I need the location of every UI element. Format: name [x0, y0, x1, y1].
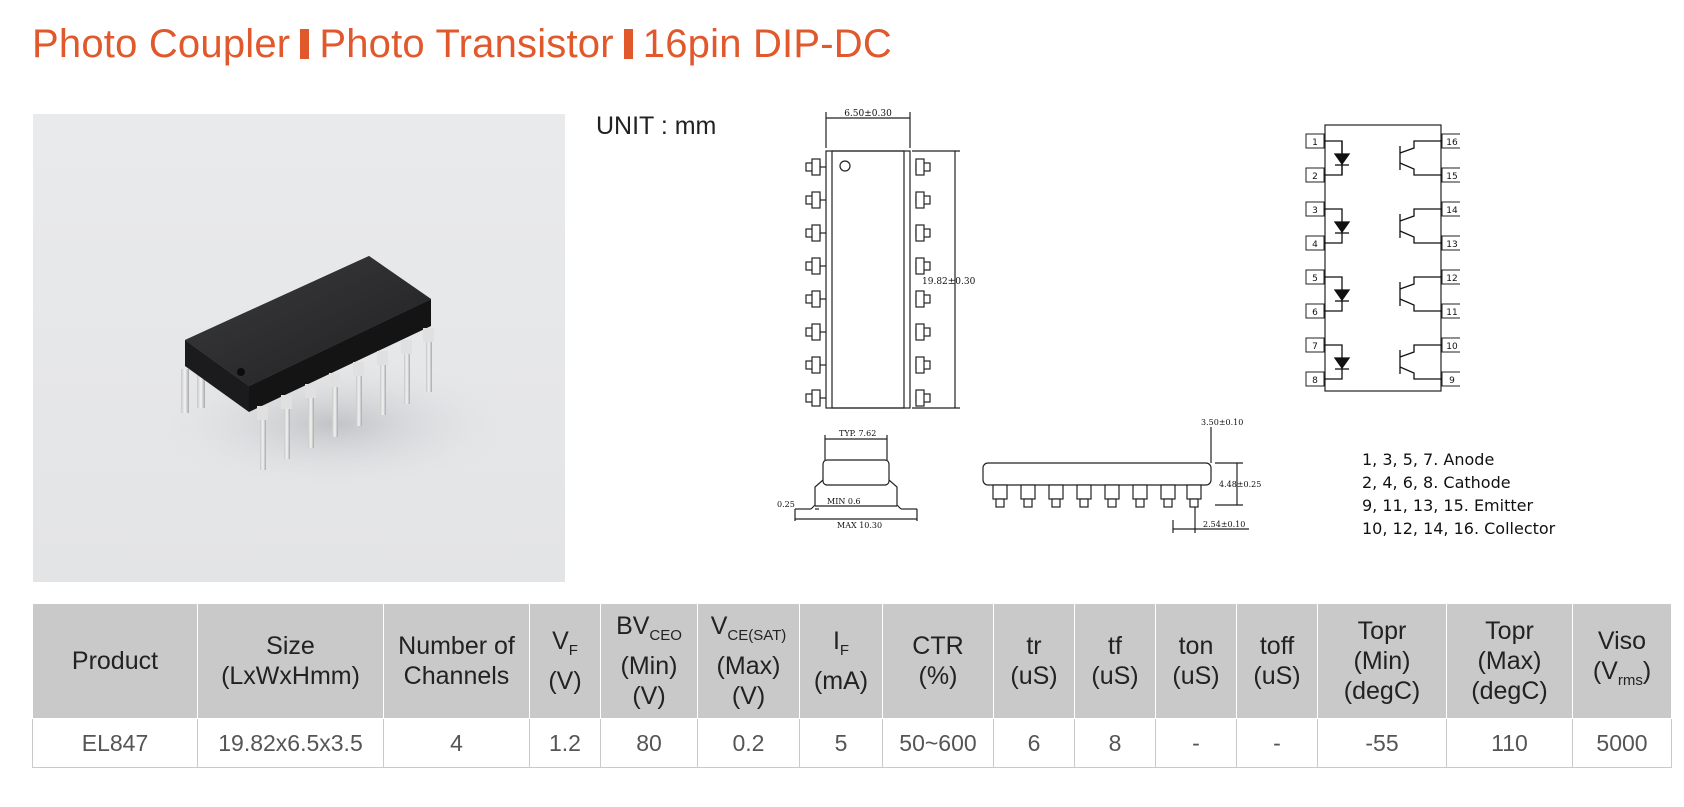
pin-label: 3: [1312, 206, 1318, 216]
pin-legend-cathode: 2, 4, 6, 8. Cathode: [1362, 473, 1511, 492]
dim-min-label: MIN 0.6: [827, 497, 861, 506]
pin-label: 6: [1312, 308, 1318, 318]
cell-tr: 6: [993, 718, 1075, 768]
dim-max-label: MAX 10.30: [837, 521, 882, 530]
pin-diagram-svg: 1 2 3 4 5 6 7 8 16 15 14 13 12 11 10 9: [1305, 124, 1463, 392]
side-view-svg: TYP. 7.62 MIN 0.6 MAX 10.30 0.25: [777, 429, 918, 530]
header-vf: VF(V): [529, 603, 601, 719]
pin-label: 14: [1446, 206, 1458, 216]
dim-width-label: 6.50±0.30: [844, 109, 892, 119]
pin-label: 1: [1312, 138, 1318, 148]
header-ton: ton(uS): [1155, 603, 1237, 719]
pin-label: 8: [1312, 376, 1318, 386]
pin-legend-emitter: 9, 11, 13, 15. Emitter: [1362, 496, 1534, 515]
pin-label: 4: [1312, 240, 1318, 250]
cell-vcesat: 0.2: [697, 718, 800, 768]
cell-viso: 5000: [1572, 718, 1672, 768]
pin-label: 5: [1312, 274, 1318, 284]
pin-label: 15: [1446, 172, 1457, 182]
pin-label: 11: [1446, 308, 1457, 318]
pin-legend-collector: 10, 12, 14, 16. Collector: [1362, 519, 1556, 538]
header-topr-max: Topr(Max)(degC): [1446, 603, 1573, 719]
pin-label: 12: [1446, 274, 1457, 284]
pin-label: 13: [1446, 240, 1457, 250]
page-title: Photo Coupler Photo Transistor 16pin DIP-D…: [32, 22, 892, 67]
cell-size: 19.82x6.5x3.5: [197, 718, 384, 768]
title-part-3: 16pin DIP-DC: [642, 22, 892, 66]
pin-label: 9: [1449, 376, 1455, 386]
header-viso: Viso(Vrms): [1572, 603, 1672, 719]
header-product: Product: [32, 603, 198, 719]
cell-topr-max: 110: [1446, 718, 1573, 768]
front-view-drawing: 3.50±0.10 4.48±0.25 2.54±0.10: [975, 415, 1275, 545]
header-topr-min: Topr(Min)(degC): [1317, 603, 1447, 719]
unit-label: UNIT : mm: [596, 112, 717, 140]
header-tr: tr(uS): [993, 603, 1075, 719]
dim-height-top-label: 3.50±0.10: [1201, 418, 1243, 427]
top-view-drawing: 6.50±0.30 19.82±0.30: [780, 106, 990, 421]
header-bvceo: BVCEO(Min)(V): [600, 603, 698, 719]
table-row: EL847 19.82x6.5x3.5 4 1.2 80 0.2 5 50~60…: [32, 718, 1672, 768]
pin-label: 2: [1312, 172, 1318, 182]
top-view-svg: 6.50±0.30 19.82±0.30: [805, 109, 976, 409]
title-part-2: Photo Transistor: [319, 22, 614, 66]
cell-vf: 1.2: [529, 718, 601, 768]
title-separator: [623, 29, 633, 59]
cell-toff: -: [1236, 718, 1318, 768]
pin-legend-anode: 1, 3, 5, 7. Anode: [1362, 450, 1495, 469]
side-view-drawing: TYP. 7.62 MIN 0.6 MAX 10.30 0.25: [775, 425, 955, 535]
header-size: Size(LxWxHmm): [197, 603, 384, 719]
header-toff: toff(uS): [1236, 603, 1318, 719]
product-photo: [33, 114, 565, 582]
pin-label: 16: [1446, 138, 1458, 148]
pin-legend: 1, 3, 5, 7. Anode 2, 4, 6, 8. Cathode 9,…: [1362, 448, 1555, 540]
dim-lead-label: 0.25: [777, 500, 795, 509]
cell-ctr: 50~600: [882, 718, 994, 768]
cell-bvceo: 80: [600, 718, 698, 768]
title-separator: [300, 29, 310, 59]
dim-height-label: 4.48±0.25: [1219, 480, 1261, 489]
pin-label: 10: [1446, 342, 1458, 352]
title-part-1: Photo Coupler: [32, 22, 291, 66]
cell-if: 5: [799, 718, 883, 768]
pin-label: 7: [1312, 342, 1318, 352]
dim-typ-label: TYP. 7.62: [839, 429, 876, 438]
dim-pitch-label: 2.54±0.10: [1203, 520, 1245, 529]
front-view-svg: 3.50±0.10 4.48±0.25 2.54±0.10: [982, 418, 1261, 533]
cell-topr-min: -55: [1317, 718, 1447, 768]
header-vcesat: VCE(SAT)(Max)(V): [697, 603, 800, 719]
dim-length-label: 19.82±0.30: [922, 277, 976, 287]
cell-channels: 4: [383, 718, 530, 768]
header-ctr: CTR(%): [882, 603, 994, 719]
cell-product: EL847: [32, 718, 198, 768]
cell-tf: 8: [1074, 718, 1156, 768]
dip16-package-image: [143, 256, 523, 494]
cell-ton: -: [1155, 718, 1237, 768]
pin-diagram: 1 2 3 4 5 6 7 8 16 15 14 13 12 11 10 9: [1300, 120, 1463, 405]
header-tf: tf(uS): [1074, 603, 1156, 719]
header-if: IF(mA): [799, 603, 883, 719]
